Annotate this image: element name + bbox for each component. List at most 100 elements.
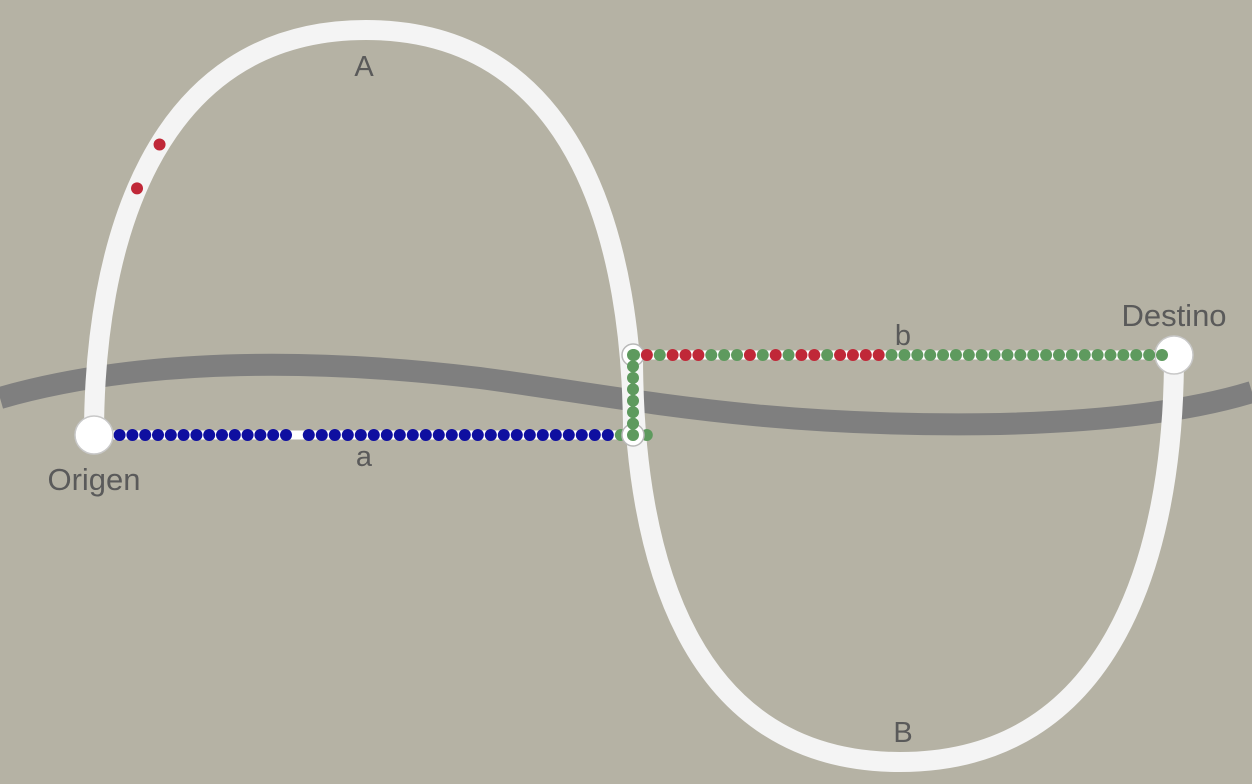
car-road-b: [872, 349, 885, 361]
car-connector: [627, 360, 639, 373]
car-road-a: [203, 429, 216, 441]
car-road-a: [380, 429, 393, 441]
car-road-a: [254, 429, 267, 441]
car-road-b: [1156, 349, 1168, 361]
car-road-a: [471, 429, 484, 441]
car-road-b: [1091, 349, 1104, 361]
car-route-a: [153, 138, 166, 151]
road-b-label: b: [895, 320, 911, 352]
car-connector: [627, 394, 639, 407]
car-road-a: [341, 429, 354, 441]
car-road-a: [267, 429, 280, 441]
car-road-b: [1014, 349, 1027, 361]
origin-node[interactable]: [74, 415, 114, 455]
car-road-b: [1040, 349, 1053, 361]
car-road-a: [484, 429, 497, 441]
cars-top-layer: [627, 349, 1168, 441]
car-road-b: [937, 349, 950, 361]
car-road-a: [302, 429, 315, 441]
car-road-b: [924, 349, 937, 361]
car-road-b: [679, 349, 692, 361]
car-road-a: [549, 429, 562, 441]
destination-label: Destino: [1121, 298, 1226, 333]
car-road-a: [241, 429, 254, 441]
route-b-label: B: [893, 717, 912, 749]
car-road-b: [731, 349, 744, 361]
car-road-b: [898, 349, 911, 361]
car-road-a: [354, 429, 367, 441]
car-road-a: [315, 429, 328, 441]
route-a-label: A: [354, 51, 374, 83]
car-road-b: [1143, 349, 1156, 361]
car-road-a: [562, 429, 575, 441]
car-road-a: [406, 429, 419, 441]
car-road-a: [190, 429, 203, 441]
car-road-b: [885, 349, 898, 361]
car-road-a: [228, 429, 241, 441]
car-road-a: [216, 429, 228, 441]
car-route-a: [131, 182, 144, 195]
car-road-b: [769, 349, 782, 361]
car-connector: [627, 417, 639, 430]
route-a-upper-loop: [84, 19, 643, 436]
car-road-b: [834, 349, 847, 361]
car-road-b: [846, 349, 859, 361]
car-road-a: [458, 429, 471, 441]
car-road-b: [975, 349, 988, 361]
car-road-a: [393, 429, 406, 441]
car-connector: [627, 406, 639, 419]
car-road-a: [152, 429, 164, 441]
car-road-b: [666, 349, 679, 361]
car-road-a: [432, 429, 445, 441]
car-road-b: [692, 349, 705, 361]
car-road-a: [523, 429, 536, 441]
car-road-b: [949, 349, 962, 361]
car-road-b: [911, 349, 924, 361]
car-road-b: [705, 349, 718, 361]
car-road-a: [419, 429, 432, 441]
car-road-b: [1052, 349, 1065, 361]
car-road-a: [367, 429, 380, 441]
car-road-b: [1027, 349, 1040, 361]
car-road-b: [988, 349, 1001, 361]
car-connector: [627, 429, 639, 441]
car-road-b: [1104, 349, 1117, 361]
car-road-b: [1078, 349, 1091, 361]
car-road-b: [718, 349, 731, 361]
car-road-a: [126, 429, 139, 441]
car-road-b: [1117, 349, 1130, 361]
car-road-b: [1130, 349, 1143, 361]
car-road-b: [1065, 349, 1078, 361]
car-road-b: [1001, 349, 1014, 361]
car-road-a: [601, 429, 614, 441]
road-a-label: a: [356, 441, 373, 473]
car-road-a: [139, 429, 152, 441]
car-road-b: [962, 349, 975, 361]
origin-label: Origen: [47, 462, 140, 497]
car-road-a: [280, 429, 292, 441]
car-road-b: [821, 349, 834, 361]
car-road-b: [640, 349, 653, 361]
car-road-b: [653, 349, 666, 361]
car-road-a: [177, 429, 190, 441]
car-road-b: [795, 349, 808, 361]
car-road-a: [113, 429, 126, 441]
car-road-a: [497, 429, 510, 441]
car-road-a: [164, 429, 177, 441]
car-road-a: [588, 429, 601, 441]
car-road-b: [756, 349, 769, 361]
car-road-b: [743, 349, 756, 361]
car-road-b: [859, 349, 872, 361]
car-road-a: [510, 429, 523, 441]
car-road-a: [536, 429, 549, 441]
car-connector: [627, 383, 639, 396]
route-b-lower-loop: [623, 354, 1184, 773]
car-road-b: [782, 349, 795, 361]
car-road-b: [808, 349, 821, 361]
car-road-b: [628, 349, 640, 361]
car-connector: [627, 371, 639, 384]
car-road-a: [445, 429, 458, 441]
car-road-a: [575, 429, 588, 441]
car-road-a: [328, 429, 341, 441]
